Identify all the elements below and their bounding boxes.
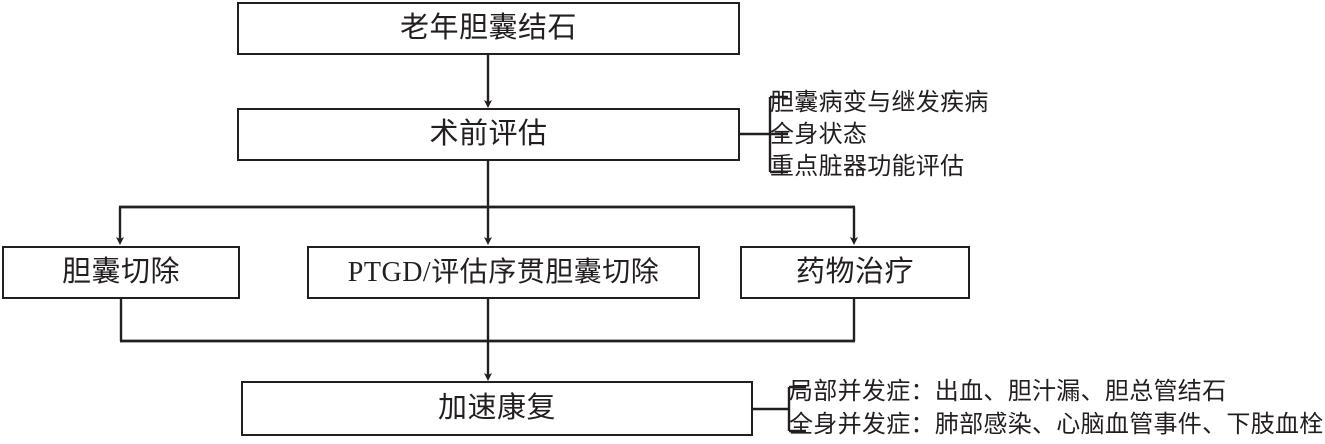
annotation-complications: 局部并发症：出血、胆汁漏、胆总管结石 全身并发症：肺部感染、心脑血管事件、下肢血… — [789, 376, 1324, 442]
node-label: 药物治疗 — [795, 256, 914, 288]
node-preoperative-evaluation[interactable]: 术前评估 — [237, 108, 740, 161]
node-label: PTGD/评估序贯胆囊切除 — [347, 256, 660, 288]
node-elderly-gallstone[interactable]: 老年胆囊结石 — [237, 2, 740, 55]
node-label: 加速康复 — [437, 392, 556, 424]
node-label: 胆囊切除 — [61, 256, 180, 288]
node-accelerated-recovery[interactable]: 加速康复 — [241, 381, 753, 436]
node-drug-therapy[interactable]: 药物治疗 — [740, 246, 970, 299]
annotation-item: 全身状态 — [770, 122, 868, 149]
annotation-list: 局部并发症：出血、胆汁漏、胆总管结石 全身并发症：肺部感染、心脑血管事件、下肢血… — [789, 376, 1324, 441]
annotation-item: 局部并发症：出血、胆汁漏、胆总管结石 — [789, 379, 1227, 406]
node-label: 术前评估 — [429, 118, 548, 150]
annotation-item: 全身并发症：肺部感染、心脑血管事件、下肢血栓 — [789, 412, 1324, 438]
annotation-item: 重点脏器功能评估 — [770, 153, 965, 180]
annotation-list: 胆囊病变与继发疾病 全身状态 重点脏器功能评估 — [770, 88, 989, 183]
node-cholecystectomy[interactable]: 胆囊切除 — [2, 246, 240, 299]
annotation-preoperative-evaluation: 胆囊病变与继发疾病 全身状态 重点脏器功能评估 — [770, 86, 989, 186]
annotation-item: 胆囊病变与继发疾病 — [770, 90, 989, 117]
node-ptgd-sequential-cholecystectomy[interactable]: PTGD/评估序贯胆囊切除 — [307, 246, 700, 299]
node-label: 老年胆囊结石 — [399, 12, 577, 44]
